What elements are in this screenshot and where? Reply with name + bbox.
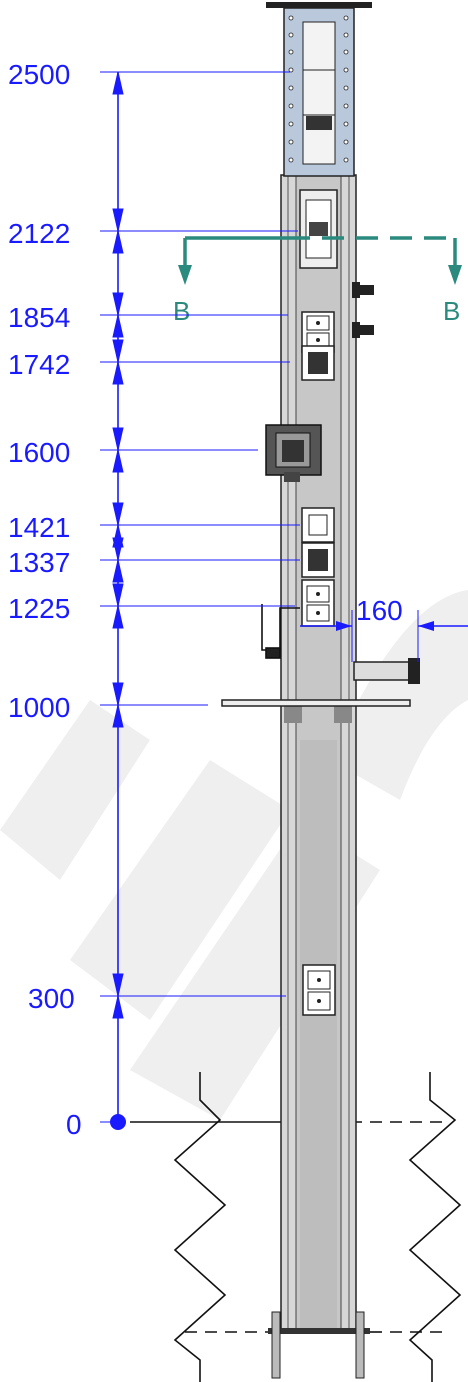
offset-label: 160: [356, 595, 403, 626]
monitor-mount: [265, 424, 322, 482]
dim-label-2122: 2122: [8, 218, 70, 249]
section-marker: [178, 236, 462, 285]
dim-arrow-up: [112, 314, 124, 338]
top-housing: [266, 2, 372, 177]
dim-arrow-down: [112, 537, 124, 561]
dim-label-1337: 1337: [8, 547, 70, 578]
outlet-300: [302, 964, 336, 1016]
dim-arrow-up: [112, 361, 124, 385]
offset-dimension: [300, 610, 468, 662]
dim-label-1000: 1000: [8, 692, 70, 723]
dimension-chain: [110, 71, 126, 1130]
outlet-1225: [301, 579, 335, 627]
dim-label-0: 0: [66, 1109, 82, 1140]
dim-arrow-up: [112, 71, 124, 95]
blank-plate-1421: [301, 507, 335, 543]
data-port-1742: [301, 345, 335, 381]
dim-arrow-down: [112, 339, 124, 363]
dim-arrow-up: [112, 230, 124, 254]
dim-arrow-down: [112, 427, 124, 451]
dim-label-2500: 2500: [8, 59, 70, 90]
dim-arrow-down: [112, 682, 124, 706]
dim-arrow-up: [112, 449, 124, 473]
dim-arrow-down: [112, 208, 124, 232]
dim-arrow-down: [112, 973, 124, 997]
dim-label-1600: 1600: [8, 437, 70, 468]
dim-arrow-up: [112, 559, 124, 583]
switch-box: [299, 189, 338, 269]
break-lines: [130, 1072, 462, 1382]
side-arm: [353, 658, 420, 684]
section-label-right: B: [443, 296, 460, 326]
side-connectors: [352, 282, 374, 338]
data-port-1337: [301, 542, 335, 578]
dim-arrow-down: [112, 502, 124, 526]
base-anchors: [268, 1311, 370, 1379]
shelf: [221, 699, 411, 707]
hanger-hook: [261, 604, 300, 659]
section-label-left: B: [173, 296, 190, 326]
dim-label-1854: 1854: [8, 302, 70, 333]
extension-lines: [100, 71, 300, 1123]
dim-label-1225: 1225: [8, 593, 70, 624]
dim-label-300: 300: [28, 983, 75, 1014]
dim-label-1742: 1742: [8, 349, 70, 380]
dim-label-1421: 1421: [8, 512, 70, 543]
dim-arrow-down: [112, 292, 124, 316]
dim-arrow-up: [112, 605, 124, 629]
dim-arrow-up: [112, 704, 124, 728]
dim-arrow-down: [112, 583, 124, 607]
dim-arrow-up: [112, 995, 124, 1019]
